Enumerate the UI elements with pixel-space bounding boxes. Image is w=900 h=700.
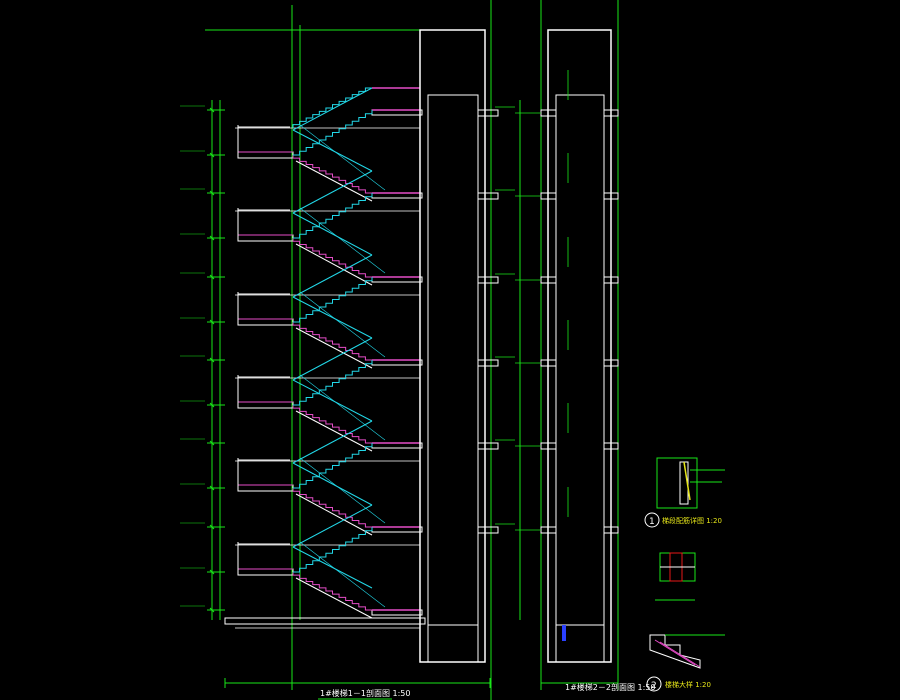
shaft1-slab xyxy=(477,192,499,200)
shaft2-slab-right xyxy=(603,276,619,284)
shaft2-slab-right xyxy=(603,526,619,534)
shaft-column-1 xyxy=(419,0,492,700)
detail-circle-icon xyxy=(644,512,660,528)
handrail-cut xyxy=(292,546,373,589)
shaft1-level-lines xyxy=(477,106,515,534)
stair-flight-cut xyxy=(292,572,372,611)
dimension-slash xyxy=(209,274,215,280)
shaft1-slab xyxy=(477,442,499,450)
detail1-marker: 1 xyxy=(649,517,655,527)
detail1-handrail xyxy=(683,461,691,501)
dimension-slash xyxy=(209,485,215,491)
detail-circle-icon xyxy=(646,676,662,692)
top-flight-projection xyxy=(292,87,372,128)
detail2-hatch-2 xyxy=(659,641,701,668)
stair-flight-projection xyxy=(293,360,373,406)
diagonal-guide xyxy=(299,124,386,191)
detail-1: 1 梯段配筋详图 1:20 xyxy=(644,457,725,528)
stair-flight-projection xyxy=(293,277,373,323)
handrail-projection xyxy=(292,254,373,298)
handrail-cut xyxy=(292,129,373,172)
dimension-slash xyxy=(209,357,215,363)
stair-flight-projection xyxy=(293,527,373,573)
shaft1-pit xyxy=(427,624,479,663)
diagonal-guide xyxy=(299,541,386,608)
flight-soffit xyxy=(295,493,373,536)
detail-2: 2 楼梯大样 1:20 xyxy=(646,634,725,692)
flight-soffit xyxy=(295,243,373,286)
shaft2-slab-right xyxy=(603,442,619,450)
stair-flight-cut xyxy=(292,238,372,278)
dimension-slash xyxy=(209,569,215,575)
handrail-cut xyxy=(292,462,373,506)
diagonal-guide xyxy=(299,291,386,358)
stair-flight-cut xyxy=(292,155,372,194)
handrail-cut xyxy=(292,296,373,339)
ground-slab xyxy=(224,617,426,625)
shaft2-slab-right xyxy=(603,192,619,200)
shaft1-slab xyxy=(477,109,499,117)
diagonal-guide xyxy=(299,457,386,524)
shaft2-pit xyxy=(555,624,605,663)
stair-flight-projection xyxy=(293,110,373,156)
section2-title: 1#楼梯2－2剖面图 1:50 xyxy=(565,682,655,692)
shaft1-slab xyxy=(477,359,499,367)
dimension-slash xyxy=(209,440,215,446)
shaft1-slab xyxy=(477,276,499,284)
detail1-title: 梯段配筋详图 1:20 xyxy=(662,516,722,525)
dimension-slash xyxy=(209,152,215,158)
shaft1-slab xyxy=(477,526,499,534)
diagonal-guide xyxy=(299,207,386,274)
shaft2-level-lines xyxy=(515,70,619,534)
dimension-slash xyxy=(209,107,215,113)
handrail-projection xyxy=(292,504,373,548)
handrail-projection xyxy=(292,337,373,381)
detail1-frame xyxy=(656,457,698,509)
stair-flight-projection xyxy=(293,443,373,489)
stair-flight-cut xyxy=(292,322,372,361)
wall-section-detail xyxy=(655,552,696,601)
dimension-slash xyxy=(209,402,215,408)
handrail-cut xyxy=(292,212,373,256)
flight-soffit xyxy=(295,410,373,452)
blue-marker xyxy=(562,625,566,641)
dimension-slash xyxy=(209,524,215,530)
shaft2-slab-right xyxy=(603,359,619,367)
flight-soffit xyxy=(295,327,373,369)
stair-section-1-1: 1#楼梯1－1剖面图 1:50 xyxy=(180,5,491,700)
shaft2-slab-right xyxy=(603,109,619,117)
handrail-cut xyxy=(292,379,373,422)
handrail-projection xyxy=(292,170,373,214)
level-dimension-marks xyxy=(180,105,225,613)
handrail-projection xyxy=(292,420,373,464)
flight-soffit xyxy=(295,577,373,619)
stair-flights xyxy=(235,87,423,629)
detail2-hatch-1 xyxy=(654,639,696,666)
dimension-slash xyxy=(209,607,215,613)
stair-flight-cut xyxy=(292,488,372,528)
stair-flight-cut xyxy=(292,405,372,444)
detail2-title: 楼梯大样 1:20 xyxy=(665,680,711,689)
detail2-marker: 2 xyxy=(651,681,657,691)
dimension-slash xyxy=(209,319,215,325)
stair-flight-projection xyxy=(293,193,373,239)
dimension-slash xyxy=(209,190,215,196)
diagonal-guide xyxy=(299,374,386,441)
section1-title: 1#楼梯1－1剖面图 1:50 xyxy=(320,688,410,698)
dimension-slash xyxy=(209,235,215,241)
flight-soffit xyxy=(295,160,373,202)
